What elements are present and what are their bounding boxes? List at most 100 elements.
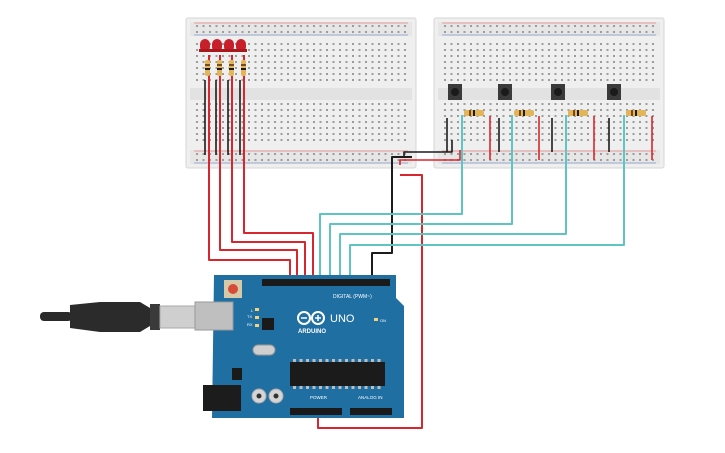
breadboard-hole xyxy=(261,31,263,33)
breadboard-hole xyxy=(522,49,524,51)
breadboard-hole xyxy=(619,73,622,75)
breadboard-hole xyxy=(300,67,302,69)
led-2[interactable] xyxy=(211,39,223,52)
button-resistor-4[interactable] xyxy=(626,110,646,116)
led-resistor-1[interactable] xyxy=(205,60,210,76)
breadboard-hole xyxy=(280,115,283,117)
usb-port[interactable] xyxy=(194,301,234,331)
breadboard-hole xyxy=(509,25,511,27)
breadboard-hole xyxy=(339,103,341,105)
breadboard-hole xyxy=(561,159,563,161)
power-jack[interactable] xyxy=(203,385,241,411)
wire-button-2[interactable] xyxy=(329,115,513,283)
led-3[interactable] xyxy=(223,39,235,52)
breadboard-hole xyxy=(339,61,341,63)
wire-led-3[interactable] xyxy=(231,55,306,283)
push-button-3[interactable] xyxy=(551,84,565,100)
breadboard-hole xyxy=(626,49,628,51)
led-resistor-4[interactable] xyxy=(241,60,246,76)
wire-button-3[interactable] xyxy=(339,115,567,283)
breadboard-hole xyxy=(248,49,250,51)
breadboard-hole xyxy=(535,79,537,81)
breadboard-hole xyxy=(548,121,550,123)
push-button-4[interactable] xyxy=(607,84,621,100)
breadboard-hole xyxy=(202,153,205,155)
breadboard-hole xyxy=(476,133,479,135)
breadboard-hole xyxy=(554,133,557,135)
button-resistor-1[interactable] xyxy=(464,110,484,116)
breadboard-hole xyxy=(228,127,231,129)
breadboard-hole xyxy=(483,115,485,117)
breadboard-hole xyxy=(509,73,511,75)
wire-led-4[interactable] xyxy=(243,55,314,283)
breadboard-hole xyxy=(358,67,361,69)
breadboard-hole xyxy=(450,43,453,45)
button-resistor-3[interactable] xyxy=(568,110,588,116)
wire-gnd-arduino[interactable] xyxy=(371,156,412,283)
breadboard-hole xyxy=(280,55,283,57)
led-resistor-2[interactable] xyxy=(217,60,222,76)
breadboard-hole xyxy=(600,61,602,63)
breadboard-hole xyxy=(300,49,302,51)
breadboard-hole xyxy=(587,121,589,123)
breadboard-hole xyxy=(280,67,283,69)
breadboard-hole xyxy=(248,121,250,123)
breadboard-hole xyxy=(332,133,335,135)
breadboard-hole xyxy=(450,133,453,135)
led-resistor-3[interactable] xyxy=(229,60,234,76)
breadboard-hole xyxy=(483,25,485,27)
breadboard-hole xyxy=(326,43,328,45)
wire-button-1[interactable] xyxy=(319,115,463,283)
breadboard-hole xyxy=(580,73,583,75)
breadboard-hole xyxy=(567,49,570,51)
reset-button[interactable] xyxy=(228,284,238,294)
wire-gnd-bridge[interactable] xyxy=(403,140,453,157)
breadboard-hole xyxy=(541,61,544,63)
push-button-2[interactable] xyxy=(498,84,512,100)
breadboard-hole xyxy=(365,159,367,161)
breadboard-hole xyxy=(509,67,511,69)
breadboard-hole xyxy=(339,79,341,81)
breadboard-hole xyxy=(358,25,361,27)
chip-pin xyxy=(293,359,296,362)
button-resistor-2[interactable] xyxy=(514,110,534,116)
breadboard-hole xyxy=(222,109,224,111)
breadboard-hole xyxy=(522,139,524,141)
breadboard-hole xyxy=(254,79,257,81)
push-button-1[interactable] xyxy=(448,84,462,100)
breadboard-hole xyxy=(496,127,498,129)
chip-pin xyxy=(338,359,342,362)
breadboard-hole xyxy=(645,139,648,141)
breadboard-hole xyxy=(378,109,380,111)
wire-5v-arduino[interactable] xyxy=(317,174,423,429)
breadboard-hole xyxy=(267,79,270,81)
breadboard-hole xyxy=(254,49,257,51)
breadboard-hole xyxy=(645,31,648,33)
breadboard-hole xyxy=(196,133,198,135)
breadboard-hole xyxy=(300,153,302,155)
led-1[interactable] xyxy=(199,39,211,52)
arduino-uno-board[interactable]: ARDUINO UNO DIGITAL (PWM~) POWER ANALOG … xyxy=(194,275,404,418)
wire-led-1[interactable] xyxy=(208,55,291,283)
breadboard-hole xyxy=(580,25,583,27)
breadboard-hole xyxy=(313,153,315,155)
breadboard-hole xyxy=(626,43,628,45)
breadboard-hole xyxy=(267,133,270,135)
wire-5v-bridge[interactable] xyxy=(399,150,461,165)
wire-button-4[interactable] xyxy=(349,115,625,283)
breadboard-hole xyxy=(645,43,648,45)
breadboard-hole xyxy=(404,67,406,69)
breadboard-hole xyxy=(345,139,348,141)
breadboard-hole xyxy=(554,31,557,33)
breadboard-hole xyxy=(574,159,576,161)
breadboard-hole xyxy=(235,61,237,63)
breadboard-hole xyxy=(267,55,270,57)
breadboard-hole xyxy=(196,55,198,57)
led-4[interactable] xyxy=(235,39,247,52)
breadboard-hole xyxy=(326,127,328,129)
breadboard-hole xyxy=(404,139,406,141)
breadboard-hole xyxy=(313,67,315,69)
breadboard-hole xyxy=(391,133,393,135)
wire-led-2[interactable] xyxy=(219,55,298,283)
